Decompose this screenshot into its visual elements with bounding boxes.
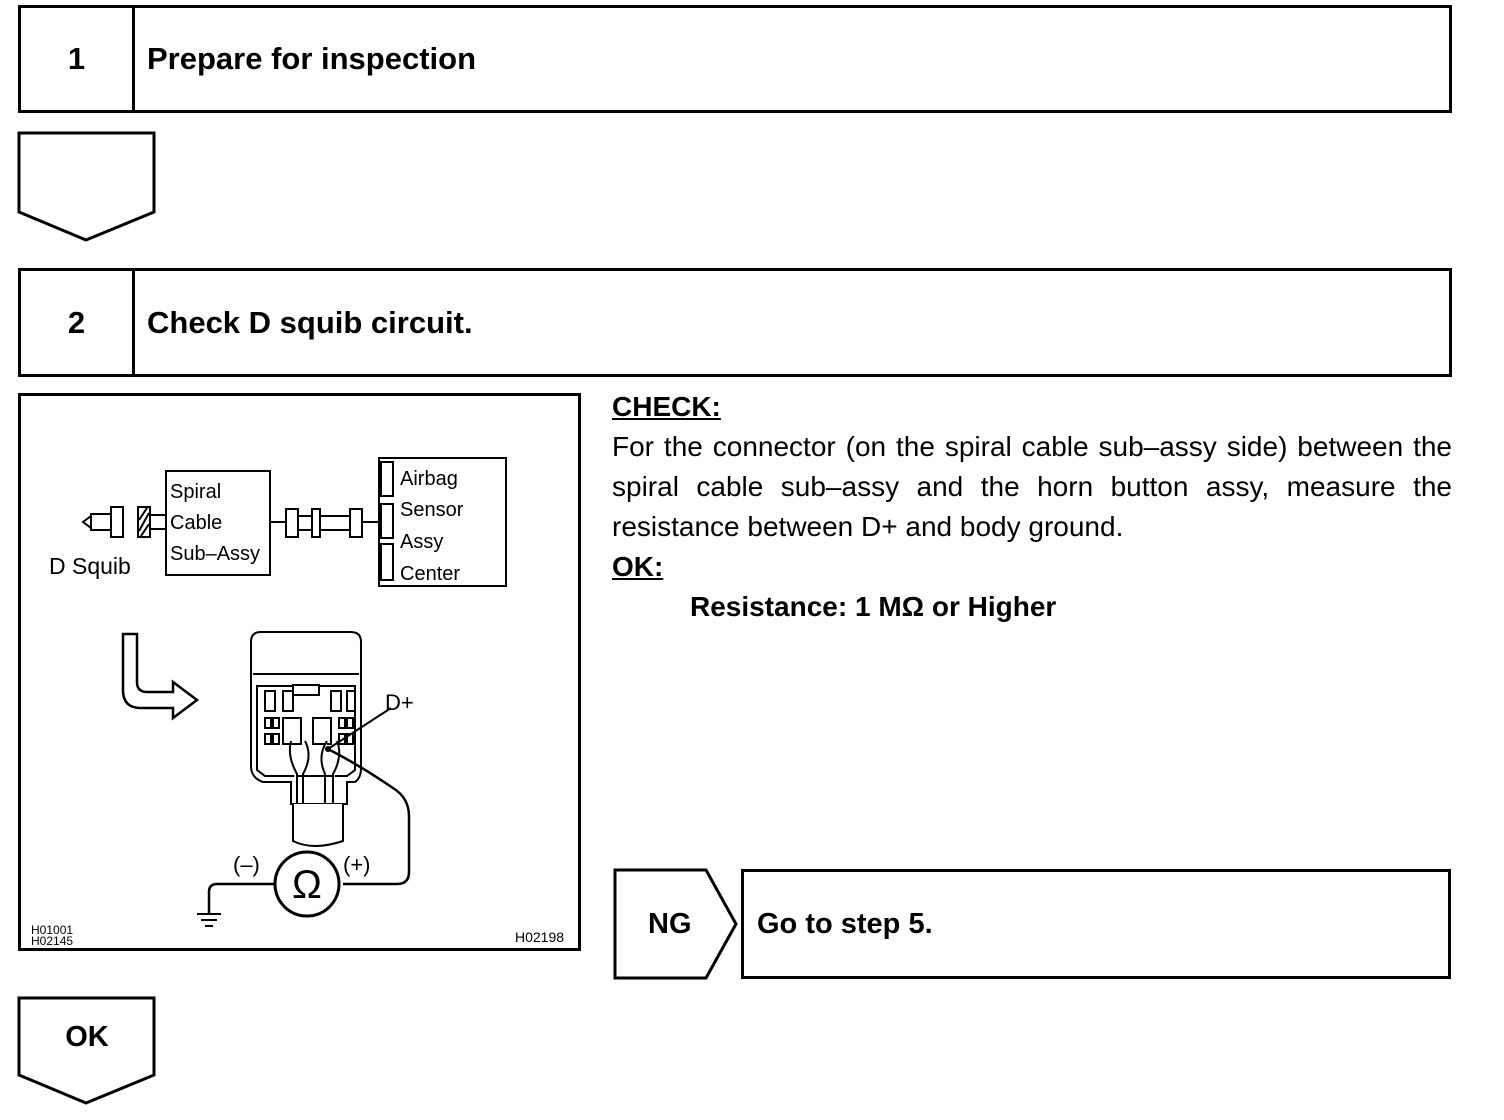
d-plus-label: D+ [385, 690, 414, 715]
step-number: 2 [21, 271, 135, 374]
figure-code-1: H01001 [31, 923, 73, 937]
ng-action-text: Go to step 5. [757, 907, 933, 940]
intermediate-connector [270, 508, 379, 538]
ng-arrow-shape [613, 868, 738, 980]
check-instruction: For the connector (on the spiral cable s… [612, 431, 1452, 542]
figure-code-3: H02198 [515, 929, 564, 945]
spiral-cable-line3: Sub–Assy [170, 543, 260, 565]
step-number: 1 [21, 8, 135, 110]
airbag-line3: Assy [400, 531, 443, 553]
plus-lead [327, 747, 411, 886]
spiral-cable-box [165, 470, 271, 576]
airbag-center-pins [380, 461, 394, 581]
flow-down-arrow [17, 131, 156, 242]
airbag-line1: Airbag [400, 468, 458, 490]
step-title: Check D squib circuit. [147, 304, 473, 340]
step-2-header: 2 Check D squib circuit. [18, 268, 1452, 377]
resistance-spec: Resistance: 1 MΩ or Higher [690, 591, 1057, 622]
minus-label: (–) [233, 852, 260, 877]
ng-action-box: Go to step 5. [741, 869, 1451, 979]
d-squib-label: D Squib [49, 553, 131, 579]
spiral-cable-line1: Spiral [170, 481, 221, 503]
d-plus-leader [327, 707, 392, 750]
curved-arrow-icon [121, 632, 200, 721]
ng-label: NG [648, 907, 692, 940]
spiral-cable-line2: Cable [170, 512, 222, 534]
d-squib-connector [81, 506, 168, 538]
wiring-figure: D Squib Spiral Cable Sub–Assy Airbag Sen… [18, 393, 581, 951]
airbag-center-box [378, 457, 507, 587]
figure-code-2: H02145 [31, 934, 73, 948]
ok-label: OK [65, 1020, 109, 1053]
ok-heading: OK: [612, 551, 664, 582]
airbag-line4: Center [400, 563, 460, 585]
connector-face [250, 631, 362, 847]
ground-icon [197, 913, 221, 927]
check-heading: CHECK: [612, 391, 721, 422]
plus-label: (+) [343, 852, 371, 877]
ok-down-arrow [17, 996, 156, 1105]
ohm-symbol: Ω [292, 863, 322, 907]
check-section: CHECK: For the connector (on the spiral … [612, 387, 1452, 627]
airbag-line2: Sensor [400, 499, 464, 521]
step-1-header: 1 Prepare for inspection [18, 5, 1452, 113]
ground-lead [207, 882, 275, 914]
step-title: Prepare for inspection [147, 41, 477, 76]
